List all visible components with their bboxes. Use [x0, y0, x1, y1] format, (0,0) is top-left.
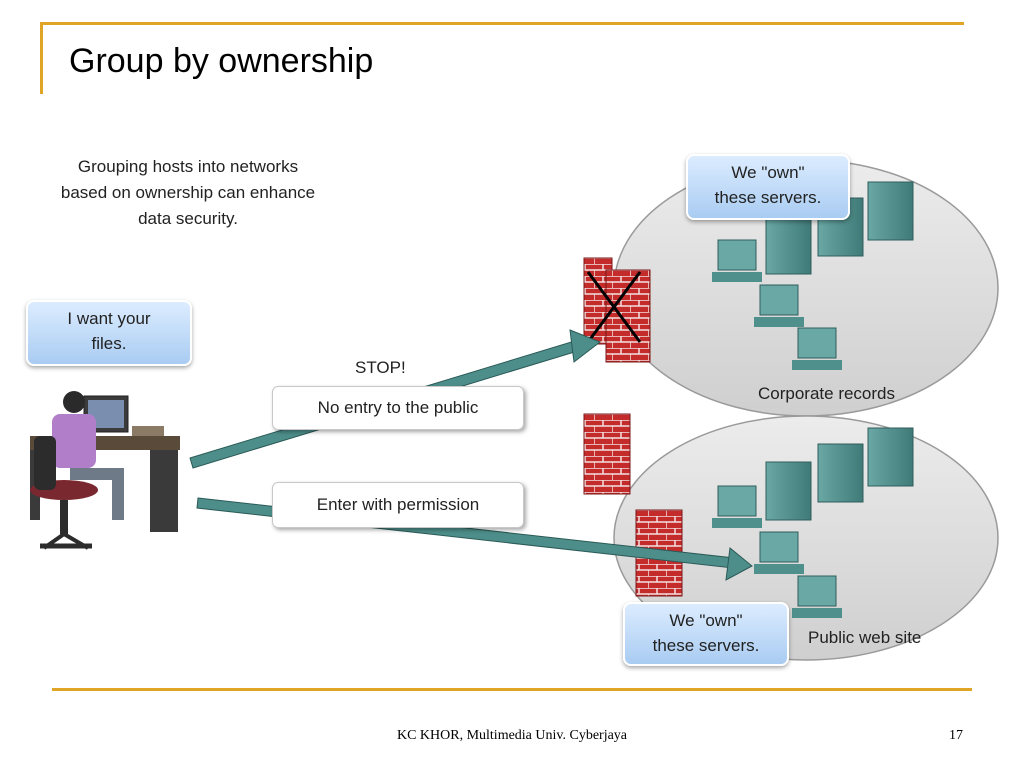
corporate-group-label: Corporate records — [758, 384, 896, 403]
caption-line: Grouping hosts into networks — [77, 157, 299, 176]
bubble-line: We "own" — [731, 163, 805, 182]
bubble-line: We "own" — [669, 611, 743, 630]
bubble-line: these servers. — [652, 636, 760, 655]
title-accent-horizontal — [40, 22, 964, 25]
slide-title: Group by ownership — [69, 42, 374, 80]
user-speech-bubble: I want your files. — [26, 300, 192, 366]
bubble-line: I want your — [67, 309, 151, 328]
caption-line: data security. — [138, 209, 238, 228]
blocked-x-icon — [586, 271, 642, 343]
corporate-speech-bubble: We "own" these servers. — [686, 154, 850, 220]
stop-label: STOP! — [355, 358, 406, 377]
bubble-line: these servers. — [714, 188, 822, 207]
blocked-path-label: No entry to the public — [272, 386, 524, 430]
public-speech-bubble: We "own" these servers. — [623, 602, 789, 666]
public-group-label: Public web site — [808, 628, 922, 647]
title-accent-vertical — [40, 22, 43, 94]
page-number: 17 — [949, 728, 963, 743]
allowed-path-label: Enter with permission — [272, 482, 524, 528]
public-servers — [712, 427, 914, 618]
slide-footer: KC KHOR, Multimedia Univ. Cyberjaya — [396, 728, 628, 743]
diagram-caption: Grouping hosts into networks based on ow… — [18, 154, 358, 232]
bubble-line: files. — [91, 334, 127, 353]
caption-line: based on ownership can enhance — [60, 183, 316, 202]
footer-rule — [52, 688, 972, 691]
user-workstation — [30, 391, 180, 550]
corporate-servers — [712, 181, 914, 370]
